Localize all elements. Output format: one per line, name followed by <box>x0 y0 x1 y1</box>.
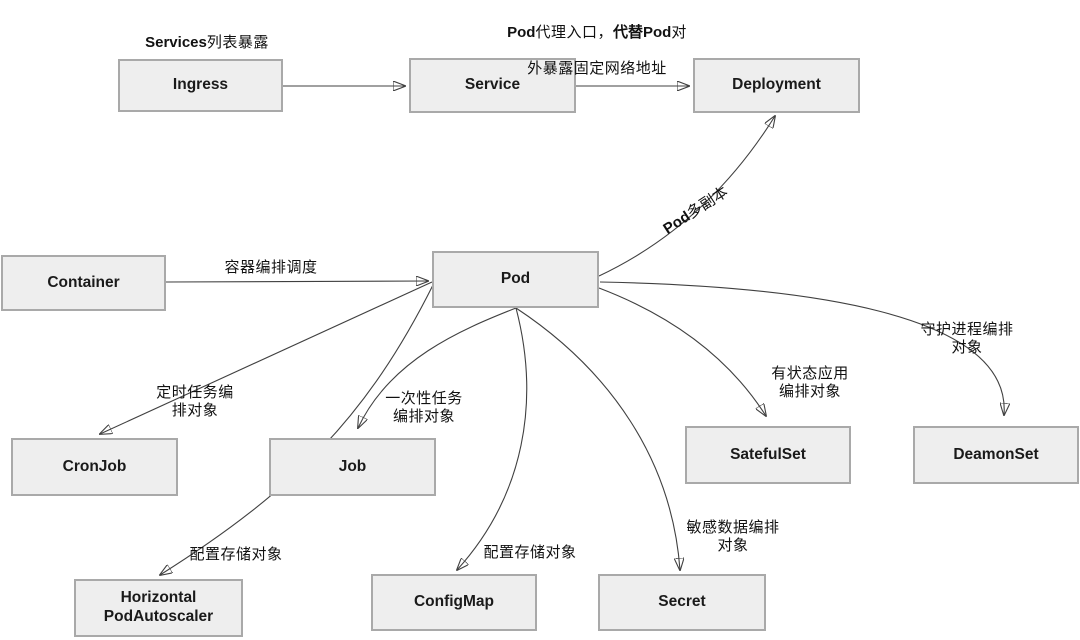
edge-pod-deployment <box>598 116 775 277</box>
node-satefulset: SatefulSet <box>685 426 851 484</box>
edge-pod-hpa <box>160 284 434 575</box>
label-pod-deamonset: 守护进程编排 对象 <box>920 321 1014 356</box>
label-pod-job: 一次性任务 编排对象 <box>385 390 463 425</box>
edge-container-pod <box>165 281 428 282</box>
label-pod-cronjob: 定时任务编 排对象 <box>156 384 234 419</box>
label-text: 对 <box>671 24 687 41</box>
node-configmap: ConfigMap <box>371 574 537 631</box>
node-deamonset: DeamonSet <box>913 426 1079 484</box>
edge-pod-job <box>358 307 517 428</box>
node-horizontal-pod-autoscaler: Horizontal PodAutoscaler <box>74 579 243 637</box>
label-service-deployment: Pod代理入口，代替Pod对 外暴露固定网络地址 <box>507 6 687 96</box>
label-ingress-service: Services列表暴露 <box>145 34 269 52</box>
label-bold-text: Services <box>145 34 207 51</box>
label-line1: Pod代理入口，代替Pod对 <box>507 24 687 42</box>
edge-pod-configmap <box>457 307 528 570</box>
node-container: Container <box>1 255 166 311</box>
node-service: Service <box>409 58 576 113</box>
node-cronjob: CronJob <box>11 438 178 496</box>
label-pod-hpa: 配置存储对象 <box>189 546 283 563</box>
label-container-pod: 容器编排调度 <box>224 259 318 276</box>
label-text: 代理入口， <box>535 24 613 41</box>
label-pod-satefulset: 有状态应用 编排对象 <box>771 365 849 400</box>
label-text: 列表暴露 <box>206 34 269 51</box>
label-pod-secret: 敏感数据编排 对象 <box>686 519 780 554</box>
node-job: Job <box>269 438 436 496</box>
edge-pod-cronjob <box>100 281 433 434</box>
edge-pod-deamonset <box>599 281 1004 415</box>
label-bold-text: 代替Pod <box>613 24 672 41</box>
node-ingress: Ingress <box>118 59 283 112</box>
node-secret: Secret <box>598 574 766 631</box>
label-line2: 外暴露固定网络地址 <box>527 60 667 77</box>
node-deployment: Deployment <box>693 58 860 113</box>
label-bold-text: Pod <box>507 24 536 41</box>
edge-pod-secret <box>515 307 680 570</box>
edge-pod-satefulset <box>598 287 766 416</box>
node-pod: Pod <box>432 251 599 308</box>
label-pod-configmap: 配置存储对象 <box>483 544 577 561</box>
